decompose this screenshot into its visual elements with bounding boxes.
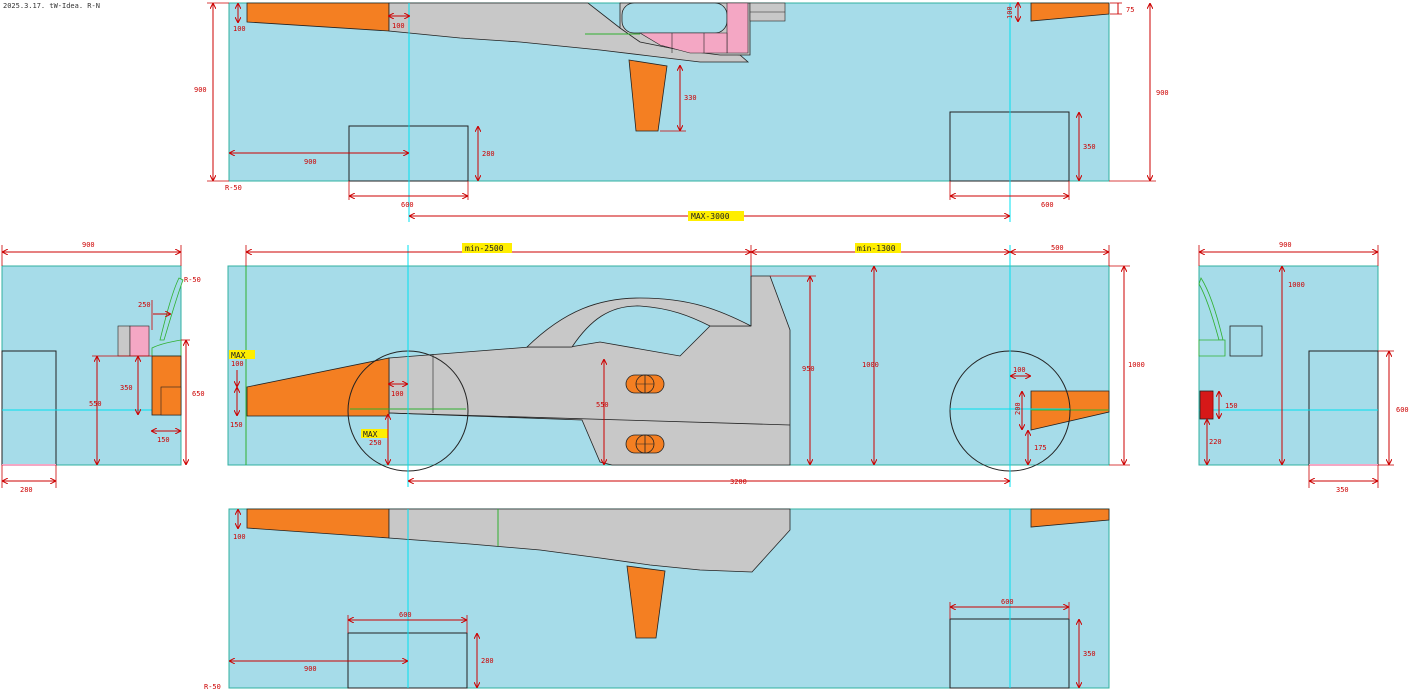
- front-roll-hoop: [159, 277, 184, 341]
- top-rear-wing: [1030, 2, 1110, 22]
- dim-rear-350: 350: [1336, 486, 1349, 494]
- dim-side-550: 550: [596, 401, 609, 409]
- dim-min-1300: min-1300: [857, 244, 896, 253]
- dim-min-2500: min-2500: [465, 244, 504, 253]
- label-max-100: MAX: [231, 351, 246, 360]
- dim-side-1000-outer: 1000: [1128, 361, 1145, 369]
- dim-side-1000-inner: 1000: [862, 361, 879, 369]
- dim-top-75: 75: [1126, 6, 1134, 14]
- dim-side-200: 200: [1014, 402, 1022, 415]
- bottom-body: [388, 508, 791, 573]
- front-pink-pod: [129, 325, 150, 357]
- date-tag: 2025.3.17. tW-Idea. R-N: [3, 2, 100, 10]
- dim-side-150: 150: [230, 421, 243, 429]
- side-body: [388, 275, 791, 466]
- dim-bottom-900: 900: [304, 665, 317, 673]
- dim-front-280: 280: [20, 486, 33, 494]
- dim-bottom-100: 100: [233, 533, 246, 541]
- bottom-fin: [626, 565, 666, 639]
- top-side-pod-lower: [638, 32, 728, 54]
- front-view: 900 R-50 250 350 550 650 150 280: [1, 241, 205, 494]
- dim-front-900: 900: [82, 241, 95, 249]
- dim-front-550: 550: [89, 400, 102, 408]
- front-box: [1, 350, 57, 466]
- dim-max-wheelbase: MAX-3000: [691, 212, 730, 221]
- dim-rear-600: 600: [1396, 406, 1409, 414]
- top-fin: [628, 59, 668, 132]
- dim-top-600-right: 600: [1041, 201, 1054, 209]
- side-view: min-2500 min-1300 500 MAX 100 150 100 MA…: [227, 243, 1145, 487]
- dim-rear-220: 220: [1209, 438, 1222, 446]
- dim-bottom-600-left: 600: [399, 611, 412, 619]
- dim-top-900-right: 900: [1156, 89, 1169, 97]
- dim-side-100-rear: 100: [1013, 366, 1026, 374]
- dim-rear-150: 150: [1225, 402, 1238, 410]
- dim-rear-1000: 1000: [1288, 281, 1305, 289]
- dim-top-100-left: 100: [233, 25, 246, 33]
- dim-top-900-left: 900: [194, 86, 207, 94]
- dim-bottom-350: 350: [1083, 650, 1096, 658]
- dim-side-175: 175: [1034, 444, 1047, 452]
- dim-rear-900: 900: [1279, 241, 1292, 249]
- radius-top: R-50: [225, 184, 242, 192]
- dim-front-350: 350: [120, 384, 133, 392]
- dim-top-280: 280: [482, 150, 495, 158]
- label-max-100-value: 100: [231, 360, 244, 368]
- top-view: 100 100 100 75 900 900 330 280 350 900 6…: [194, 3, 1169, 222]
- dim-side-500: 500: [1051, 244, 1064, 252]
- top-side-pod: [726, 2, 749, 54]
- radius-front: R-50: [184, 276, 201, 284]
- label-max-250: MAX: [363, 430, 378, 439]
- dim-side-100-front: 100: [391, 390, 404, 398]
- dim-bottom-280: 280: [481, 657, 494, 665]
- dim-front-650: 650: [192, 390, 205, 398]
- label-max-250-value: 250: [369, 439, 382, 447]
- rear-box: [1308, 350, 1379, 466]
- dim-front-150: 150: [157, 436, 170, 444]
- dim-front-250: 250: [138, 301, 151, 309]
- rear-engine-block: [1229, 325, 1263, 357]
- radius-bottom: R-50: [204, 683, 221, 691]
- bottom-rear-wing: [1030, 508, 1110, 528]
- dim-top-330: 330: [684, 94, 697, 102]
- dim-side-950: 950: [802, 365, 815, 373]
- dim-top-600-left: 600: [401, 201, 414, 209]
- dim-top-100-right: 100: [1006, 6, 1014, 19]
- bottom-view: 100 600 600 280 350 900 R-50: [204, 508, 1110, 691]
- rear-light: [1199, 390, 1214, 420]
- dim-top-100-mid: 100: [392, 22, 405, 30]
- dim-side-3200: 3200: [730, 478, 747, 486]
- dim-bottom-600-right: 600: [1001, 598, 1014, 606]
- rear-view: 900 1000 150 220 600 350: [1198, 241, 1409, 494]
- dim-top-900-inner: 900: [304, 158, 317, 166]
- top-cockpit-opening: [621, 2, 728, 34]
- dim-top-350: 350: [1083, 143, 1096, 151]
